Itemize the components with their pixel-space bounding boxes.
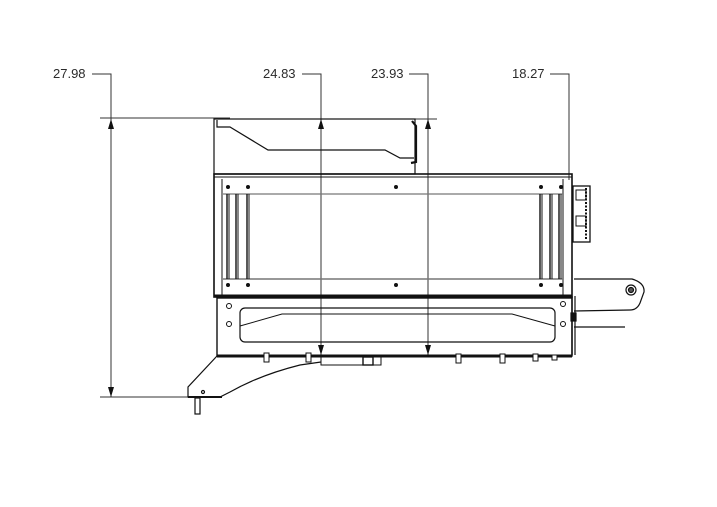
main-frame — [213, 173, 573, 298]
lower-housing — [216, 297, 573, 358]
bottom-mount-plate — [320, 356, 382, 366]
bottom-fasteners — [263, 352, 558, 364]
dimension-label-23-93: 23.93 — [371, 66, 404, 81]
dimension-label-24-83: 24.83 — [263, 66, 296, 81]
dimension-label-27-98: 27.98 — [53, 66, 86, 81]
support-leg — [187, 355, 322, 415]
pivot-arm — [570, 278, 645, 355]
top-hood — [213, 118, 418, 175]
dimension-label-18-27: 18.27 — [512, 66, 545, 81]
side-connector — [572, 185, 591, 243]
fastener-dots — [226, 185, 563, 287]
dimension-arrows — [108, 119, 431, 397]
dimension-lines — [92, 73, 570, 398]
